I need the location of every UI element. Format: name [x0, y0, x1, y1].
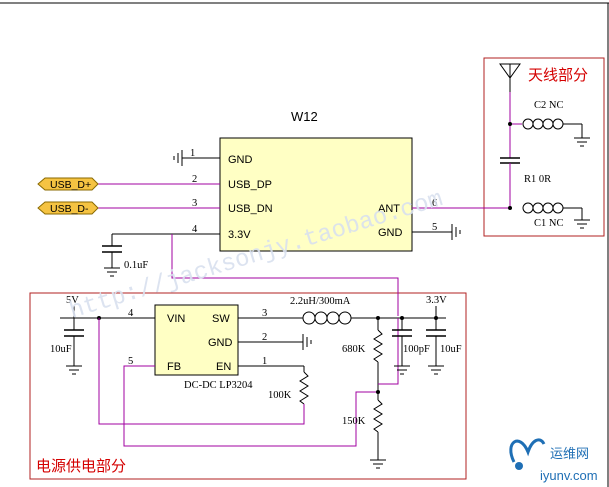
ground-symbol-c1 — [574, 219, 590, 229]
svg-text:USB_D+: USB_D+ — [50, 179, 91, 191]
c2-component — [522, 118, 564, 130]
reg-pin-fb: FB — [167, 361, 181, 373]
chip-name: W12 — [291, 109, 318, 124]
r-en-resistor — [299, 371, 309, 405]
pin-6-name: ANT — [378, 203, 400, 215]
cout2-label: 10uF — [440, 344, 462, 355]
reg-pin-en: EN — [216, 361, 231, 373]
pin-3-name: USB_DN — [228, 203, 273, 215]
reg-pin-3-num: 3 — [262, 308, 267, 319]
out-rail-label: 3.3V — [426, 295, 447, 306]
c1-label: C1 NC — [534, 218, 563, 229]
r-top-label: 680K — [342, 344, 366, 355]
inductor-label: 2.2uH/300mA — [290, 296, 351, 307]
pin-2-name: USB_DP — [228, 179, 272, 191]
regulator-label: DC-DC LP3204 — [184, 380, 253, 391]
r-en-label: 100K — [268, 390, 292, 401]
ground-symbol-cout1 — [394, 365, 410, 375]
c2-label: C2 NC — [534, 100, 563, 111]
reg-pin-vin: VIN — [167, 313, 185, 325]
lp3204-regulator — [154, 304, 239, 376]
in-rail-label: 5V — [66, 295, 79, 306]
w12-chip — [219, 137, 413, 252]
power-region — [29, 292, 467, 480]
ground-symbol-pin1 — [173, 150, 183, 166]
cout1-label: 100pF — [403, 344, 430, 355]
r-bot-label: 150K — [342, 416, 366, 427]
antenna-region — [483, 57, 605, 237]
pin-6-num: 6 — [432, 198, 437, 209]
usb-dp-net-flag: USB_D+ — [37, 177, 99, 191]
ground-symbol-decoupling — [104, 267, 120, 277]
usb-dn-net-flag: USB_D- — [37, 201, 99, 215]
pin-4-name: 3.3V — [228, 229, 251, 241]
ground-symbol-cout2 — [428, 365, 444, 375]
r1-label: R1 0R — [524, 174, 551, 185]
reg-pin-5-num: 5 — [128, 356, 133, 367]
pin-4-num: 4 — [192, 224, 198, 235]
ground-symbol-pin5 — [451, 224, 461, 240]
site-logo: 运维网 iyunv.com — [509, 438, 598, 483]
ground-symbol-reg — [302, 334, 312, 350]
reg-pin-gnd: GND — [208, 337, 233, 349]
pin-2-num: 2 — [192, 174, 197, 185]
reg-pin-2-num: 2 — [262, 332, 267, 343]
power-title: 电源供电部分 — [36, 457, 126, 475]
logo-text-url: iyunv.com — [540, 468, 598, 483]
pin-5-name: GND — [378, 227, 403, 239]
ground-symbol-cin — [66, 365, 82, 375]
decoupling-cap-label: 0.1uF — [124, 260, 148, 271]
pin-1-name: GND — [228, 154, 253, 166]
inductor — [302, 311, 352, 325]
ground-symbol-c2 — [574, 137, 590, 147]
antenna-title: 天线部分 — [528, 66, 588, 84]
reg-pin-sw: SW — [212, 313, 230, 325]
reg-pin-4-num: 4 — [128, 308, 134, 319]
ground-symbol-divider — [370, 459, 386, 469]
pin-5-num: 5 — [432, 222, 437, 233]
reg-pin-1-num: 1 — [262, 356, 267, 367]
c1-component — [522, 202, 564, 214]
r-top-resistor — [373, 329, 383, 363]
antenna-icon — [499, 63, 521, 92]
logo-text-cn: 运维网 — [550, 446, 589, 461]
pin-3-num: 3 — [192, 198, 197, 209]
pin-1-num: 1 — [190, 148, 195, 159]
cin-label: 10uF — [50, 344, 72, 355]
svg-text:USB_D-: USB_D- — [50, 203, 89, 215]
r-bot-resistor — [373, 399, 383, 433]
